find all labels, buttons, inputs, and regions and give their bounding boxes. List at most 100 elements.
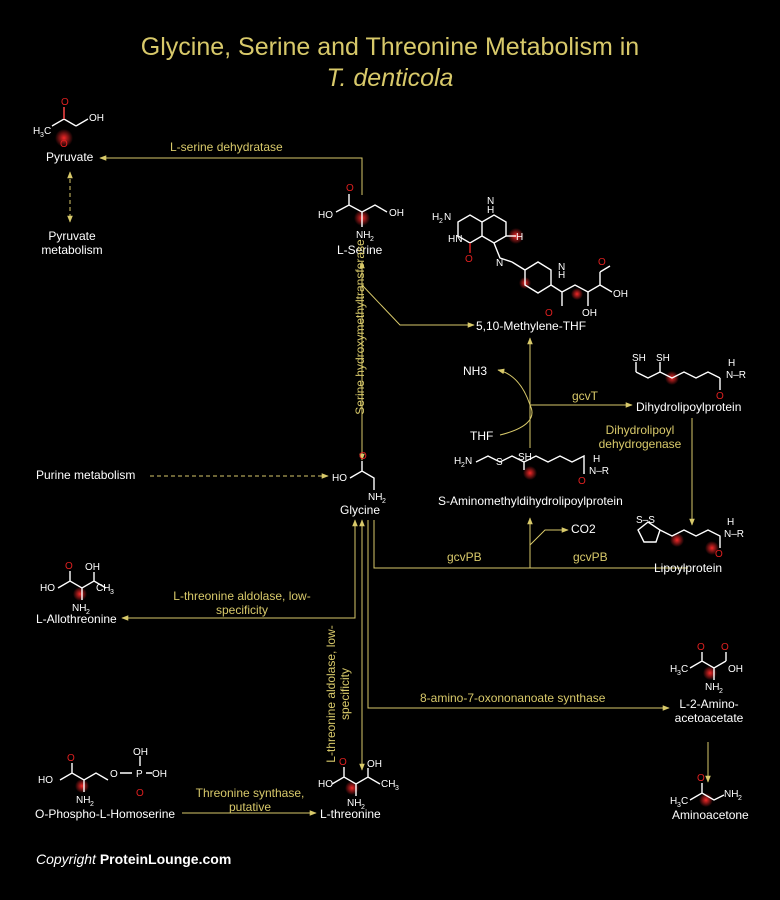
svg-text:H: H	[593, 454, 600, 465]
svg-text:CH: CH	[381, 779, 395, 790]
svg-text:2: 2	[370, 236, 374, 243]
svg-text:3: 3	[40, 132, 44, 139]
label-co2: CO2	[571, 522, 596, 536]
svg-text:N: N	[444, 212, 451, 223]
enzyme-gcvPB-left: gcvPB	[447, 550, 482, 564]
svg-text:OH: OH	[728, 664, 743, 675]
label-pyruvate-metabolism: Pyruvate metabolism	[41, 229, 103, 257]
svg-text:O: O	[67, 753, 75, 764]
label-pyruvate: Pyruvate	[46, 150, 94, 164]
svg-text:NH: NH	[347, 798, 361, 809]
svg-text:O: O	[578, 476, 586, 487]
svg-text:H: H	[33, 126, 40, 137]
svg-text:N: N	[487, 196, 494, 207]
label-dihydrolipoylprotein: Dihydrolipoylprotein	[636, 400, 742, 414]
svg-text:O: O	[110, 769, 118, 780]
svg-text:2: 2	[439, 218, 443, 225]
svg-text:N–R: N–R	[726, 370, 746, 381]
glycine-structure: HO O NH 2	[332, 451, 386, 505]
svg-text:2: 2	[461, 462, 465, 469]
l-allothreonine-structure: HO O OH CH 3 NH 2	[40, 561, 114, 616]
svg-text:H: H	[432, 212, 439, 223]
label-purine-metabolism: Purine metabolism	[36, 468, 136, 482]
o-phospho-homoserine-structure: HO O O P OH OH O NH 2	[38, 747, 167, 808]
svg-text:HN: HN	[448, 234, 462, 245]
svg-text:O: O	[545, 308, 553, 319]
svg-text:N–R: N–R	[589, 466, 609, 477]
svg-text:O: O	[716, 391, 724, 402]
svg-text:OH: OH	[389, 208, 404, 219]
s-aminomethyl-structure: H 2 N S SH H N–R O	[454, 452, 609, 487]
svg-text:3: 3	[395, 785, 399, 792]
svg-text:NH: NH	[368, 492, 382, 503]
svg-text:OH: OH	[133, 747, 148, 758]
svg-text:2: 2	[719, 688, 723, 695]
svg-text:H: H	[670, 796, 677, 807]
label-aminoacetone: Aminoacetone	[672, 808, 749, 822]
svg-text:HO: HO	[318, 779, 333, 790]
arrow-to-methylene-thf	[361, 284, 475, 328]
svg-text:O: O	[715, 549, 723, 560]
enzyme-gcvPB-right: gcvPB	[573, 550, 608, 564]
svg-text:O: O	[721, 642, 729, 653]
svg-text:H: H	[454, 456, 461, 467]
diagram-subtitle-organism: T. denticola	[326, 64, 454, 92]
svg-text:O: O	[339, 757, 347, 768]
diagram-title: Glycine, Serine and Threonine Metabolism…	[140, 33, 640, 61]
svg-text:OH: OH	[152, 769, 167, 780]
svg-text:3: 3	[677, 670, 681, 677]
svg-text:H: H	[728, 358, 735, 369]
enzyme-l-threonine-aldolase-allo: L-threonine aldolase, low-specificity	[173, 589, 311, 617]
svg-text:O: O	[60, 139, 68, 150]
arrow-glycine-amino-acetoacetate	[367, 520, 670, 711]
arrow-glycine-allothreonine	[121, 519, 358, 621]
arrow-co2	[529, 527, 569, 546]
structures: H 3 C O OH O O HO OH NH 2	[33, 97, 746, 811]
svg-text:OH: OH	[85, 562, 100, 573]
svg-text:P: P	[136, 769, 143, 780]
svg-text:H: H	[558, 270, 565, 281]
svg-text:OH: OH	[582, 308, 597, 319]
svg-text:O: O	[465, 254, 473, 265]
pyruvate-structure: H 3 C O OH O	[33, 97, 104, 150]
svg-text:O: O	[359, 451, 367, 462]
arrow-gcvPB	[373, 520, 688, 569]
label-l-2-amino-acetoacetate: L-2-Amino-acetoacetate	[674, 697, 744, 725]
svg-text:C: C	[681, 664, 688, 675]
svg-text:O: O	[697, 642, 705, 653]
label-thf: THF	[470, 429, 494, 443]
svg-text:3: 3	[110, 589, 114, 596]
copyright-notice: Copyright ProteinLounge.com	[36, 851, 231, 867]
svg-text:O: O	[65, 561, 73, 572]
aminoacetone-structure: H 3 C O NH 2	[670, 773, 742, 809]
copyright-brand: ProteinLounge.com	[99, 851, 232, 867]
label-l-serine: L-Serine	[337, 243, 383, 257]
label-s-aminomethyldihydrolipoylprotein: S-Aminomethyldihydrolipoylprotein	[438, 494, 623, 508]
enzyme-l-threonine-aldolase: L-threonine aldolase, low-specificity	[324, 625, 352, 763]
svg-text:H: H	[670, 664, 677, 675]
svg-text:SH: SH	[632, 353, 646, 364]
svg-text:OH: OH	[613, 289, 628, 300]
svg-text:H: H	[727, 517, 734, 528]
svg-text:H: H	[487, 205, 494, 216]
svg-text:HO: HO	[38, 775, 53, 786]
svg-text:OH: OH	[367, 759, 382, 770]
svg-text:O: O	[61, 97, 69, 108]
label-l-threonine: L-threonine	[320, 807, 381, 821]
label-methylene-thf: 5,10-Methylene-THF	[476, 319, 587, 333]
enzyme-serine-hydroxymethyltransferase: Serine hydroxymethyltransferase	[353, 239, 367, 415]
svg-text:N: N	[558, 262, 565, 273]
label-l-allothreonine: L-Allothreonine	[36, 612, 117, 626]
enzyme-l-serine-dehydratase: L-serine dehydratase	[170, 140, 283, 154]
svg-text:S–S: S–S	[636, 515, 655, 526]
svg-text:OH: OH	[89, 113, 104, 124]
svg-text:2: 2	[90, 801, 94, 808]
svg-text:HO: HO	[40, 583, 55, 594]
label-nh3: NH3	[463, 364, 488, 378]
arrow-thf-curve	[497, 368, 533, 436]
enzyme-gcvT: gcvT	[572, 389, 599, 403]
label-glycine: Glycine	[340, 503, 381, 517]
svg-text:NH: NH	[724, 789, 738, 800]
svg-text:N–R: N–R	[724, 529, 744, 540]
